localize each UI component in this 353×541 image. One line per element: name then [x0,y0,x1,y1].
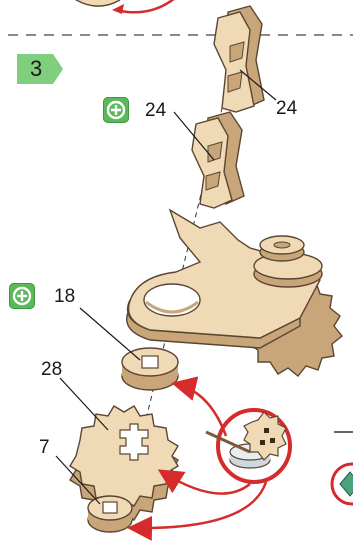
step-number: 3 [30,58,42,80]
hub-part [88,496,132,532]
callout-washer: 18 [54,287,75,306]
add-part-icon [9,283,35,309]
previous-step-part [70,0,175,14]
slider-part-bottom [192,112,244,208]
add-part-icon [103,97,129,123]
slider-part-top [214,6,264,112]
callout-hub: 7 [39,438,50,457]
hint-icon [332,464,353,504]
callout-slider-top: 24 [276,99,297,118]
previous-arrow [115,0,175,12]
washer-part [122,348,178,390]
callout-slider-bottom: 24 [145,101,166,120]
callout-gear: 28 [41,360,62,379]
